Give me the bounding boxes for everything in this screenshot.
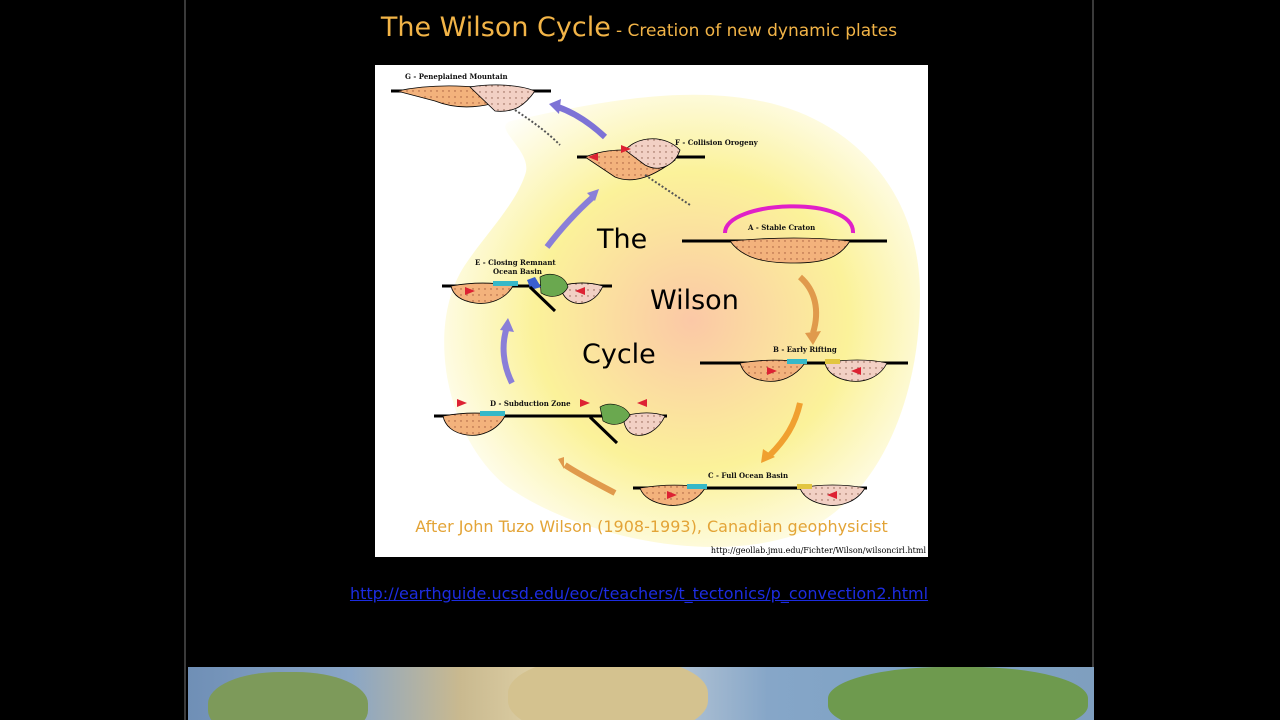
map-land-3 bbox=[828, 667, 1088, 720]
stage-f: F - Collision Orogeny bbox=[577, 138, 759, 206]
stage-g: G - Peneplained Mountain bbox=[391, 72, 561, 146]
stage-e-label-1: E - Closing Remnant bbox=[475, 258, 556, 267]
stage-g-label: G - Peneplained Mountain bbox=[405, 72, 508, 81]
stage-b: B - Early Rifting bbox=[700, 345, 908, 382]
background-glow bbox=[444, 94, 920, 547]
map-land-2 bbox=[508, 667, 708, 720]
map-land-1 bbox=[208, 672, 368, 720]
slide-title: The Wilson Cycle - Creation of new dynam… bbox=[186, 12, 1092, 43]
stage-d: D - Subduction Zone bbox=[434, 399, 667, 445]
title-text: The Wilson Cycle bbox=[380, 12, 611, 43]
stage-e-label-2: Ocean Basin bbox=[493, 267, 542, 276]
world-map-strip bbox=[188, 667, 1094, 720]
stage-b-label: B - Early Rifting bbox=[773, 345, 837, 354]
stage-a: A - Stable Craton bbox=[682, 204, 887, 264]
slide: The Wilson Cycle - Creation of new dynam… bbox=[184, 0, 1094, 720]
center-word-3: Cycle bbox=[582, 339, 656, 370]
stage-a-label: A - Stable Craton bbox=[747, 223, 815, 232]
stage-c-label: C - Full Ocean Basin bbox=[708, 471, 788, 480]
figure-source-url: http://geollab.jmu.edu/Fichter/Wilson/wi… bbox=[710, 546, 926, 555]
cycle-arrows bbox=[500, 99, 821, 496]
stage-e: E - Closing Remnant Ocean Basin bbox=[442, 258, 612, 313]
wilson-cycle-figure: G - Peneplained Mountain F - Collision O… bbox=[375, 65, 928, 557]
stage-d-label: D - Subduction Zone bbox=[490, 399, 571, 408]
stage-f-label: F - Collision Orogeny bbox=[675, 138, 759, 147]
convection-link[interactable]: http://earthguide.ucsd.edu/eoc/teachers/… bbox=[349, 584, 929, 603]
figure-credit: After John Tuzo Wilson (1908-1993), Cana… bbox=[415, 517, 888, 536]
subtitle-text: - Creation of new dynamic plates bbox=[615, 21, 898, 41]
stage-c: C - Full Ocean Basin bbox=[633, 471, 867, 506]
center-word-1: The bbox=[596, 224, 647, 255]
cycle-diagram: G - Peneplained Mountain F - Collision O… bbox=[391, 72, 920, 547]
center-word-2: Wilson bbox=[650, 285, 739, 316]
